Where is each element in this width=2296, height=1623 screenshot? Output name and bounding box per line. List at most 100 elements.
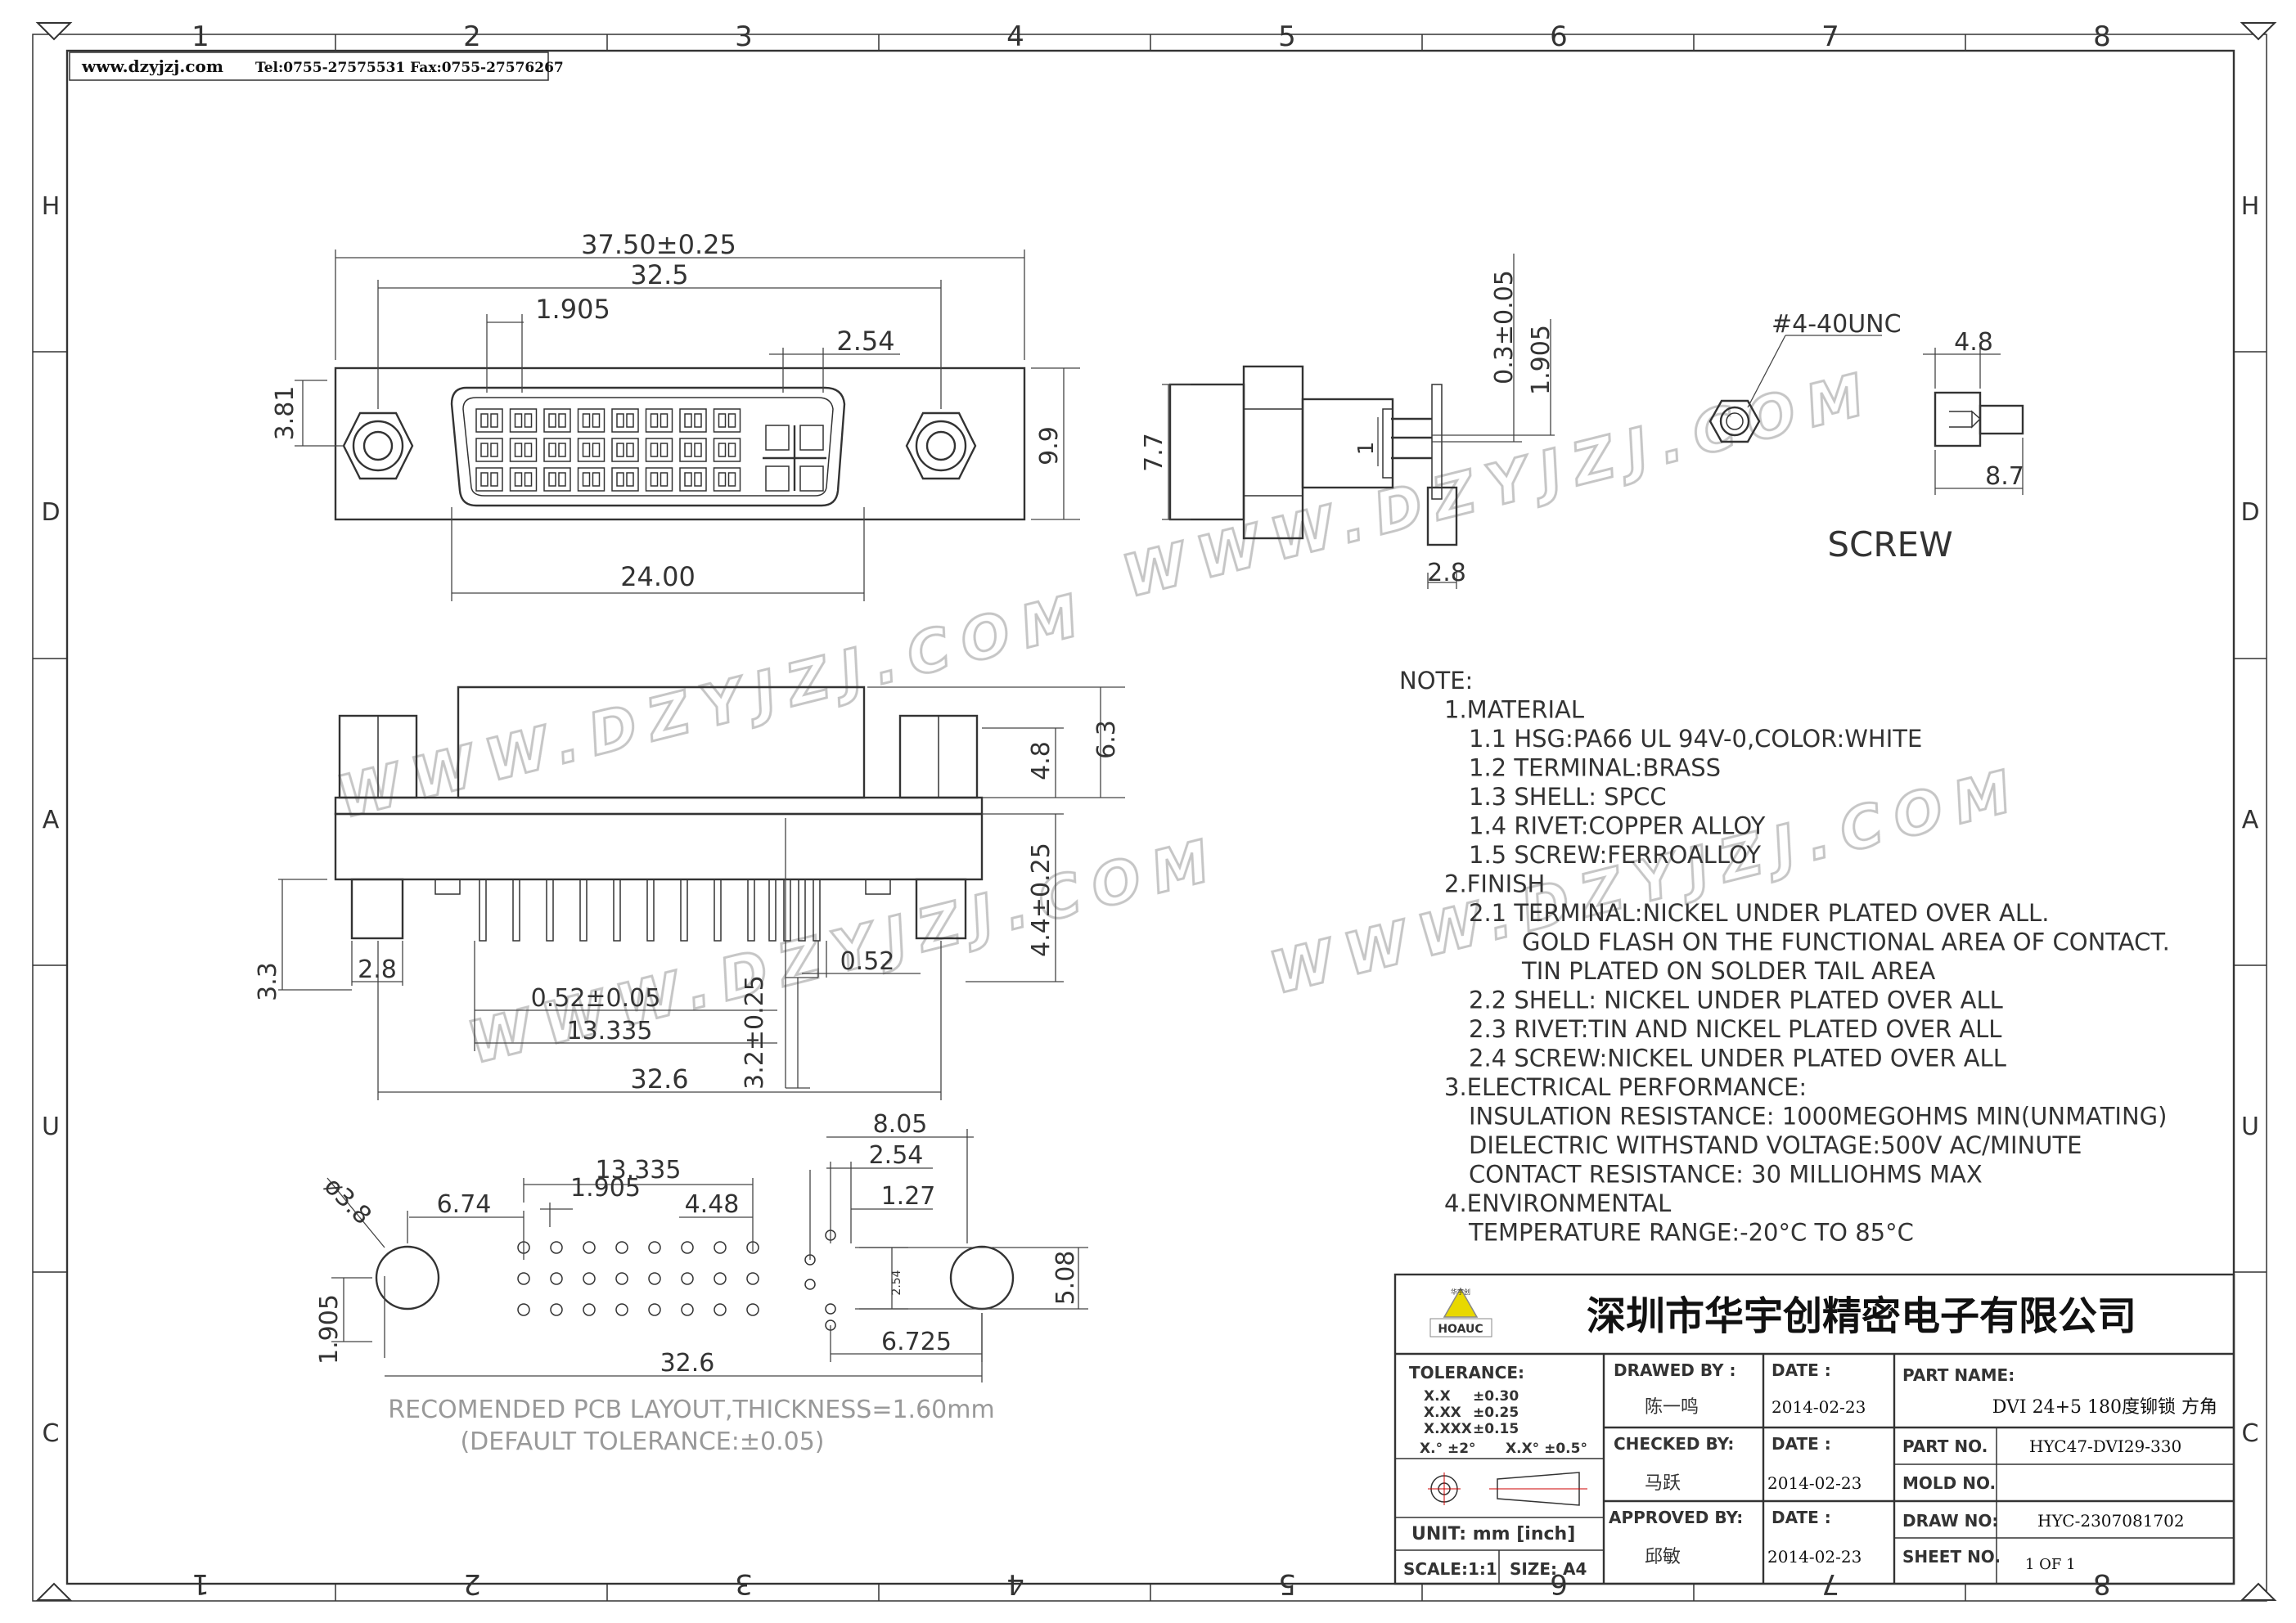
contact-cavity (611, 438, 639, 462)
contact-slot (582, 472, 591, 487)
contact-slot (558, 413, 566, 428)
pcb-caption-2: (DEFAULT TOLERANCE:±0.05) (460, 1427, 824, 1456)
pcb-hole (648, 1303, 661, 1316)
contact-slot (626, 413, 634, 428)
contact-slot (650, 443, 659, 457)
contact-slot (684, 472, 692, 487)
pcb-hole (681, 1272, 694, 1285)
row-label: A (43, 806, 60, 834)
note-line: TEMPERATURE RANGE:-20°C TO 85°C (1468, 1219, 1914, 1247)
contact-cavity (509, 438, 538, 462)
d-shell-inner (462, 397, 834, 497)
note-line: 1.4 RIVET:COPPER ALLOY (1469, 812, 1766, 840)
pcb-hole (648, 1241, 661, 1254)
contact-slot (548, 472, 556, 487)
solder-pin (747, 879, 755, 942)
pcb-layout: ø3.8 6.74 13.335 1.905 4.48 8.05 2.54 1.… (315, 1110, 1088, 1456)
pcb-hole (714, 1272, 727, 1285)
contact-slot (694, 472, 702, 487)
front-dimension-lines (295, 250, 1080, 601)
tol-key-0: X.X (1424, 1388, 1451, 1405)
contact-slot (684, 413, 692, 428)
pcb-holes (517, 1230, 836, 1331)
col-label: 5 (1278, 1567, 1296, 1600)
pcb-hole (746, 1303, 759, 1316)
pcb-caption-1: RECOMENDED PCB LAYOUT,THICKNESS=1.60mm (388, 1396, 994, 1424)
contact-slot (727, 443, 736, 457)
pcb-hole (746, 1272, 759, 1285)
contact-slot (592, 472, 601, 487)
dim-side-top1: 0.3±0.05 (1490, 270, 1519, 384)
logo-box (1429, 1318, 1492, 1338)
note-line: 3.ELECTRICAL PERFORMANCE: (1444, 1073, 1807, 1101)
logo-small-text: 华宇创 (1451, 1288, 1470, 1296)
date-label-2: DATE : (1772, 1434, 1831, 1454)
solder-pin-c (783, 879, 791, 942)
note-line: 2.2 SHELL: NICKEL UNDER PLATED OVER ALL (1469, 987, 2003, 1014)
dim-post: 3.3 (254, 962, 282, 1001)
contact-text: Tel:0755-27575531 Fax:0755-27576267 (255, 60, 564, 76)
contact-slot (694, 443, 702, 457)
contact-slot (480, 413, 488, 428)
side-dimension-lines (1162, 254, 1555, 589)
dim-side-top2: 1.905 (1527, 325, 1555, 395)
dim-left-height: 3.81 (271, 386, 299, 441)
company-name: 深圳市华宇创精密电子有限公司 (1587, 1293, 2136, 1339)
note-line: 1.5 SCREW:FERROALLOY (1469, 841, 1761, 869)
tol-val-1: ±0.25 (1473, 1405, 1519, 1421)
col-label: 1 (191, 20, 209, 53)
row-label: D (2240, 498, 2259, 527)
pcb-hole (550, 1241, 563, 1254)
watermark-text: WWW.DZYJZJ.COM (1116, 358, 1883, 610)
dim-side-small: 1 (1354, 442, 1379, 456)
col-label: 8 (2093, 20, 2111, 53)
note-line: DIELECTRIC WITHSTAND VOLTAGE:500V AC/MIN… (1469, 1131, 2082, 1159)
contact-cavity (475, 408, 503, 433)
dim-tail: 4.4±0.25 (1027, 843, 1056, 957)
solder-pin (680, 879, 688, 942)
title-block: HOAUC 华宇创 深圳市华宇创精密电子有限公司 TOLERANCE: X.X … (1393, 1273, 2235, 1585)
contact-slot (558, 443, 566, 457)
pcb-hole (583, 1241, 596, 1254)
contact-cavity (645, 467, 673, 492)
contact-cavity (713, 467, 741, 492)
projection-symbol-cone (1497, 1472, 1580, 1506)
contact-cavity (475, 467, 503, 492)
contact-slot (660, 413, 669, 428)
part-name-value: DVI 24+5 180度铆锁 方角 (1992, 1397, 2217, 1418)
scale-label: SCALE:1:1 (1403, 1559, 1497, 1579)
hex-nut-top (1708, 399, 1761, 443)
drawn-by-label: DRAWED BY : (1614, 1360, 1736, 1380)
d-shell-outer (450, 386, 846, 507)
contact-slot (490, 413, 498, 428)
watermark-text: WWW.DZYJZJ.COM (331, 579, 1097, 831)
contact-slot (727, 472, 736, 487)
contact-cavity (475, 438, 503, 462)
dim-mount-pitch: 32.5 (630, 259, 688, 290)
pcb-d11: 1.905 (315, 1294, 344, 1364)
note-line: 4.ENVIRONMENTAL (1444, 1189, 1671, 1217)
date-value-2: 2014-02-23 (1767, 1473, 1862, 1493)
contact-slot (718, 413, 727, 428)
contact-cavity (543, 438, 571, 462)
contact-slot (592, 413, 601, 428)
dim-side-height: 7.7 (1140, 433, 1168, 472)
tol-val-0: ±0.30 (1473, 1388, 1519, 1405)
side-view: 7.7 1 0.3±0.05 1.905 2.8 (1140, 254, 1555, 589)
dim-total-h: 6.3 (1092, 720, 1121, 759)
pcb-hole (681, 1241, 694, 1254)
contact-slot (727, 413, 736, 428)
dim-lower-width: 32.6 (630, 1063, 688, 1095)
lower-view: 6.3 4.8 4.4±0.25 3.3 2.8 0.52 0.52±0.05 … (254, 686, 1125, 1100)
contact-slot (718, 472, 727, 487)
tolerance-label: TOLERANCE: (1409, 1363, 1524, 1382)
row-label: H (2241, 192, 2260, 221)
hex-nut-left (342, 411, 414, 480)
pcb-d10: 6.725 (881, 1328, 952, 1356)
tol-val-2: ±0.15 (1473, 1421, 1519, 1437)
flange (334, 366, 1026, 521)
dim-c5-pitch: 2.54 (836, 326, 894, 357)
contact-slot (548, 443, 556, 457)
pcb-d5: 8.05 (873, 1110, 928, 1139)
